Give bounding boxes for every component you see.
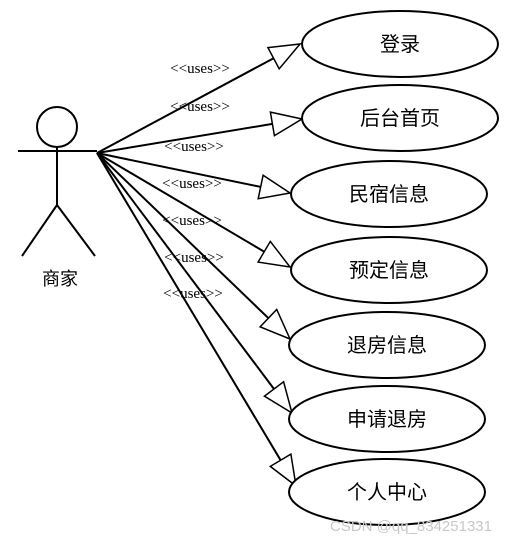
association-line [96, 152, 282, 461]
association-line [96, 152, 275, 390]
actor-merchant: 商家 [18, 106, 97, 290]
use-case-label: 退房信息 [347, 333, 427, 357]
stereotype-label: <<uses>> [170, 99, 230, 115]
stereotype-label: <<uses>> [170, 61, 230, 77]
use-case-label: 个人中心 [347, 480, 427, 504]
arrowhead [268, 452, 298, 488]
arrowhead [258, 308, 292, 341]
stereotype-label: <<uses>> [162, 176, 222, 192]
association-line [96, 122, 273, 154]
arrowhead [256, 240, 292, 269]
stereotype-label: <<uses>> [162, 213, 222, 229]
actor-name: 商家 [42, 269, 78, 290]
arrowhead [263, 380, 294, 415]
association-line [96, 152, 270, 319]
actor-head [36, 106, 78, 148]
arrowhead [269, 111, 304, 137]
use-case-ellipse [288, 385, 486, 453]
use-case-label: 登录 [380, 32, 420, 56]
use-case-ellipse [301, 84, 499, 152]
association-line [96, 57, 275, 154]
association-line [96, 152, 265, 253]
watermark: CSDN @qq_834251331 [330, 518, 492, 535]
arrowhead [257, 173, 292, 200]
use-case-label: 后台首页 [360, 106, 440, 130]
use-case-label: 预定信息 [349, 258, 429, 282]
association-line [96, 152, 261, 188]
arrowhead [266, 43, 302, 71]
stereotype-label: <<uses>> [163, 286, 223, 302]
use-case-ellipse [288, 311, 486, 379]
use-case-ellipse [301, 10, 499, 78]
use-case-label: 申请退房 [347, 407, 427, 431]
stereotype-label: <<uses>> [164, 250, 224, 266]
actor-left-leg [21, 204, 58, 257]
use-case-ellipse [288, 458, 486, 526]
use-case-label: 民宿信息 [349, 182, 429, 206]
use-case-ellipse [290, 160, 488, 228]
associations: <<uses>> <<uses>> <<uses>> <<uses>> <<uses>>… [96, 43, 304, 488]
use-case-ellipse [290, 236, 488, 304]
stereotype-label: <<uses>> [164, 139, 224, 155]
actor-right-leg [56, 204, 96, 257]
